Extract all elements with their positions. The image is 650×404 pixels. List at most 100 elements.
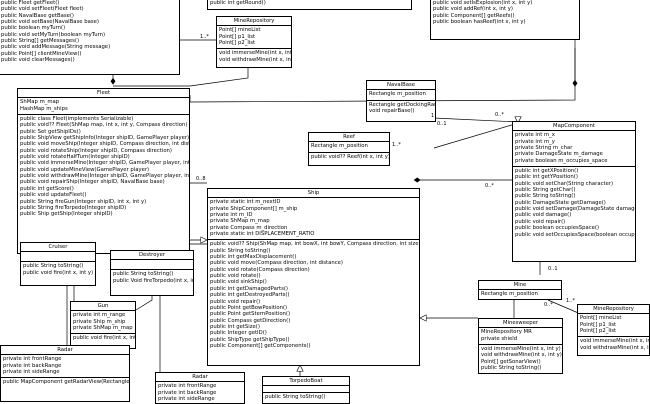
- attribute: private Ship m_ship: [73, 318, 126, 325]
- class-name: Minesweeper: [502, 320, 539, 326]
- operation: public String toString(): [23, 263, 84, 270]
- attribute: private static int DISPLACEMENT_RATIO: [210, 231, 315, 238]
- operation: public ShipType getShipType(): [210, 336, 290, 343]
- class-radar-left: Radar private int frontRange private int…: [0, 345, 130, 402]
- operation: public boolean occupiesSpace(): [515, 225, 600, 232]
- operation: public void setIsExplosion(int x, int y): [433, 0, 533, 6]
- attribute: Point[] mineList: [219, 27, 261, 34]
- class-name: MineRepository: [593, 306, 634, 312]
- multiplicity-label: 0..1: [437, 121, 447, 127]
- operation: public void setFleet(Fleet fleet): [1, 6, 84, 13]
- operation: public String fireTorpedo(Integer shipID…: [20, 204, 127, 211]
- attribute: private ShMap m_map: [210, 218, 270, 225]
- operation: public void setOccupiesSpace(boolean occ…: [515, 231, 635, 238]
- operation: public Ship getShip(Integer shipID): [20, 211, 113, 218]
- attribute: Rectangle m_position: [481, 291, 538, 298]
- operation: public int getDamagedParts(): [210, 285, 288, 292]
- class-name: Ship: [307, 190, 320, 196]
- operation: public int getXPosition(): [515, 168, 579, 175]
- operation: public class Fleet(implements Serializab…: [20, 116, 134, 123]
- class-name: Reef: [343, 134, 355, 140]
- operation: public void addMessage(String message): [1, 44, 111, 51]
- attribute: private ShMap m_map: [73, 325, 133, 332]
- multiplicity-label: 0..*: [544, 302, 553, 308]
- multiplicity-label: 1..*: [392, 142, 401, 148]
- operation: public void damage(): [515, 212, 572, 219]
- operation: public int getYPosition(): [515, 174, 578, 181]
- class-minesweeper: Minesweeper MineRepository MR private sh…: [478, 318, 563, 374]
- operation: public Point[] clientMineView(): [1, 50, 82, 57]
- operation: public String toString(): [481, 365, 542, 372]
- attribute: private static int m_nextID: [210, 199, 281, 206]
- edge-destroyer-gun: [135, 296, 153, 311]
- class-shmap: public void setIsExplosion(int x, int y)…: [430, 0, 580, 40]
- class-name: MineRepository: [233, 18, 275, 24]
- operation: public void move(Compass direction, int …: [210, 260, 343, 267]
- operation: public void fire(int x, int y): [73, 335, 136, 342]
- operation: public Void fireTorpedo(int x, int y): [113, 277, 193, 284]
- attribute: private int backRange: [158, 389, 217, 396]
- class-game: public int getRound(): [207, 0, 412, 10]
- operation: void immerseMine(int x, int y): [580, 338, 649, 345]
- operation: public void moveShip(Integer shipID, Com…: [20, 141, 190, 148]
- class-name: Cruiser: [48, 244, 68, 250]
- attribute: private int sideRange: [3, 369, 60, 376]
- class-torpedoboat: TorpedoBoat public String toString(): [262, 376, 350, 404]
- operation: public Component[] getReefs(): [433, 12, 515, 19]
- operation: public String toString(): [113, 271, 174, 278]
- player-operations: public Fleet getFleet() public void setF…: [0, 0, 179, 65]
- operation: public void rotate(Compass direction): [210, 266, 310, 273]
- attribute: Point[] p2_list: [580, 328, 617, 335]
- class-cruiser: Cruiser public String toString() public …: [20, 242, 96, 286]
- attribute: private int frontRange: [158, 383, 217, 390]
- operation: public Component[] getComponents(): [210, 342, 311, 349]
- operation: void withdrawMine(int x, int y): [219, 56, 292, 63]
- operation: public String toString(): [265, 394, 326, 401]
- operation: public String getChar(): [515, 187, 576, 194]
- class-player: public Fleet getFleet() public void setF…: [0, 0, 180, 75]
- operation: public void repair(): [515, 218, 566, 225]
- attribute: private shield: [481, 335, 518, 342]
- multiplicity-label: 1: [431, 113, 435, 119]
- multiplicity-label: 0..*: [495, 112, 504, 118]
- class-name: TorpedoBoat: [289, 378, 323, 384]
- operation: public int getMaxDisplacement(): [210, 254, 297, 261]
- class-ship: Ship private static int m_nextID private…: [207, 188, 420, 366]
- attribute: private int frontRange: [3, 356, 62, 363]
- operation: public void repairShip(Integer shipID, N…: [20, 179, 165, 186]
- operation: public NavalBase getBase(): [1, 12, 74, 19]
- class-mine: Mine Rectangle m_position: [478, 280, 562, 300]
- operation: public void rotateHalfTurn(Integer shipI…: [20, 154, 130, 161]
- operation: public void addRef(int x, int y): [433, 6, 513, 13]
- attribute: private int m_y: [515, 138, 555, 145]
- class-gun: Gun private int m_range private Ship m_s…: [70, 301, 136, 349]
- class-minerepository-top: MineRepository Point[] mineList Point[] …: [216, 16, 292, 68]
- attribute: Rectangle m_position: [311, 143, 368, 150]
- attribute: Point[] p1_list: [580, 321, 617, 328]
- operation: public String toString(): [210, 247, 271, 254]
- class-destroyer: Destroyer public String toString() publi…: [110, 250, 194, 296]
- attribute: private String m_char: [515, 145, 573, 152]
- operation: public int getRound(): [210, 0, 266, 6]
- operation: public void setDamage(DamageState damage…: [515, 206, 636, 213]
- multiplicity-label: 0..*: [485, 183, 494, 189]
- multiplicity-label: 0..1: [548, 266, 558, 272]
- operation: public MapComponent getRadarView(Rectang…: [3, 379, 130, 386]
- class-name: Mine: [513, 282, 527, 288]
- operation: public void?? Reef(int x, int y): [311, 153, 390, 160]
- attribute: private int backRange: [3, 362, 62, 369]
- operation: public void withdrawMine(Integer shipID,…: [20, 173, 190, 180]
- operation: public void setBase(NavalBase base): [1, 19, 99, 26]
- operation: public void immerseMine(Integer shipID, …: [20, 160, 190, 167]
- operation: public void setChar(String character): [515, 180, 614, 187]
- class-name: Radar: [192, 374, 208, 380]
- attribute: Point[] p1_list: [219, 33, 256, 40]
- attribute: private int m_x: [515, 132, 555, 139]
- class-name: Radar: [57, 347, 73, 353]
- attribute: private int m_range: [73, 312, 126, 319]
- class-name: NavalBase: [387, 82, 415, 88]
- class-radar-middle: Radar private int frontRange private int…: [155, 372, 245, 404]
- attribute: Rectangle m_position: [369, 91, 426, 98]
- multiplicity-label: 1..*: [566, 298, 575, 304]
- operation: public void updateMineView(GamePlayer pl…: [20, 166, 150, 173]
